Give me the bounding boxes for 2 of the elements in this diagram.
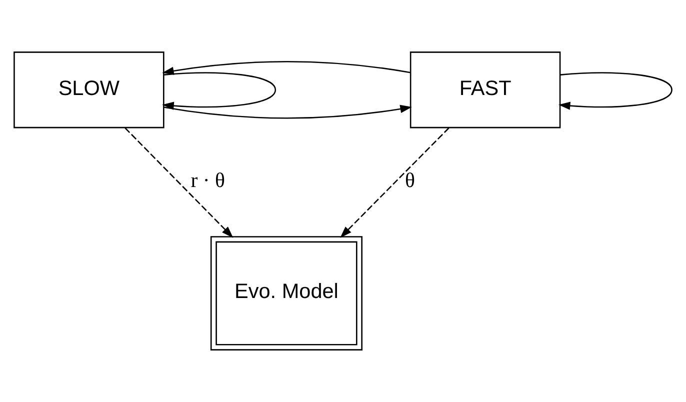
edge-label: r · θ bbox=[190, 169, 225, 192]
edge-label: θ bbox=[404, 169, 415, 192]
